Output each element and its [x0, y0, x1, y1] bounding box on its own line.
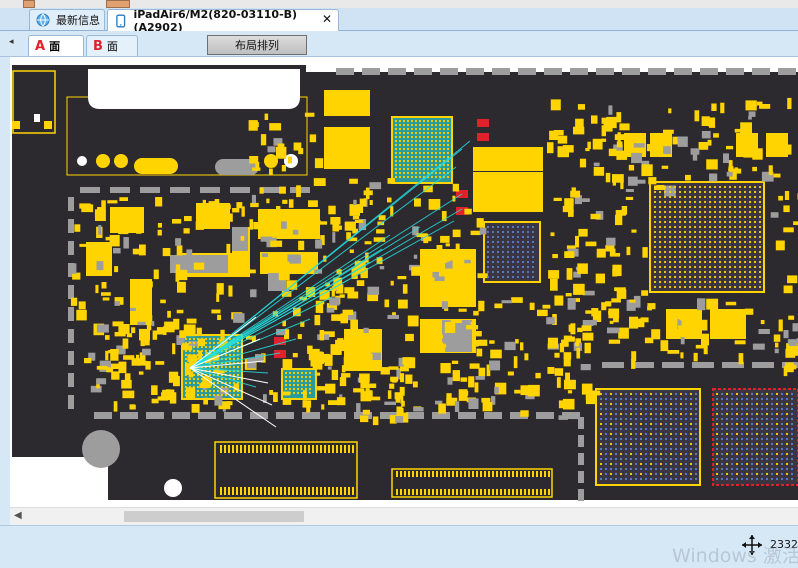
chevron-left-icon[interactable]: ◂: [9, 37, 14, 47]
globe-icon: [36, 13, 50, 27]
scrollbar-thumb[interactable]: [124, 511, 304, 522]
side-letter: A: [35, 39, 45, 54]
bga-chip: [650, 182, 764, 292]
window-top-strip: [0, 0, 798, 8]
tab-label: iPadAir6/M2(820-03110-B)(A2902): [133, 8, 338, 34]
close-icon[interactable]: ✕: [322, 12, 332, 26]
layout-arrange-button[interactable]: 布局排列: [207, 35, 307, 55]
pcb-board-drawing[interactable]: [10, 57, 798, 507]
bga-chip: [713, 389, 798, 485]
side-label: 面: [107, 38, 118, 54]
tab-side-a[interactable]: A 面: [28, 35, 84, 56]
side-label: 面: [49, 38, 60, 54]
board-side-bar: ◂ A 面 B 面: [0, 31, 798, 57]
top-strip-block: [106, 0, 130, 8]
tablet-icon: [114, 14, 127, 28]
pcb-canvas[interactable]: [10, 57, 798, 507]
tab-side-b[interactable]: B 面: [86, 35, 138, 56]
mounting-hole: [164, 479, 182, 497]
scroll-left-icon[interactable]: ◀: [14, 510, 22, 521]
side-letter: B: [93, 39, 103, 54]
activation-watermark: Windows 激活: [672, 541, 798, 568]
tab-ipad-air6-board[interactable]: iPadAir6/M2(820-03110-B)(A2902) ✕: [107, 9, 339, 31]
tab-latest-info[interactable]: 最新信息: [29, 9, 105, 30]
document-tab-bar: 最新信息 iPadAir6/M2(820-03110-B)(A2902) ✕: [0, 8, 798, 31]
horizontal-scrollbar[interactable]: ◀: [10, 507, 798, 525]
tab-label: 最新信息: [56, 12, 100, 28]
top-strip-block: [23, 0, 35, 8]
connector-cutout: [88, 69, 300, 109]
mounting-hole: [82, 430, 120, 468]
left-frame: [0, 57, 10, 525]
